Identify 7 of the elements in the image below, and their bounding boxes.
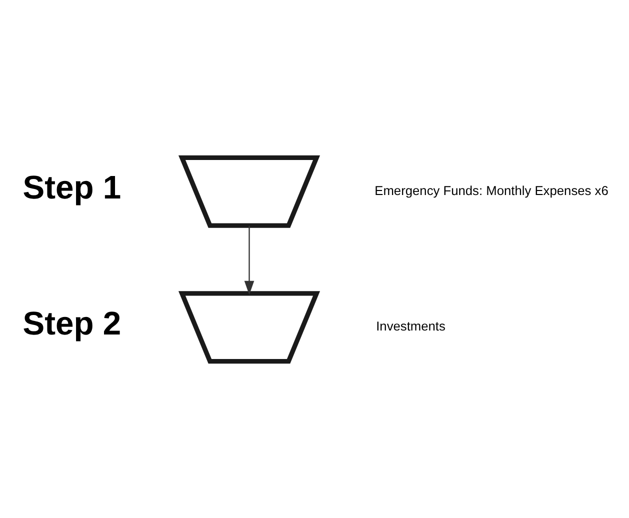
node-basket <box>178 154 320 228</box>
arrow <box>244 225 254 294</box>
node-label: Step 1 <box>22 168 122 206</box>
label: Investments <box>376 318 446 334</box>
node-basket <box>178 290 320 364</box>
label: Emergency Funds: Monthly Expenses x6 <box>374 182 608 198</box>
node-label: Step 2 <box>22 304 122 341</box>
